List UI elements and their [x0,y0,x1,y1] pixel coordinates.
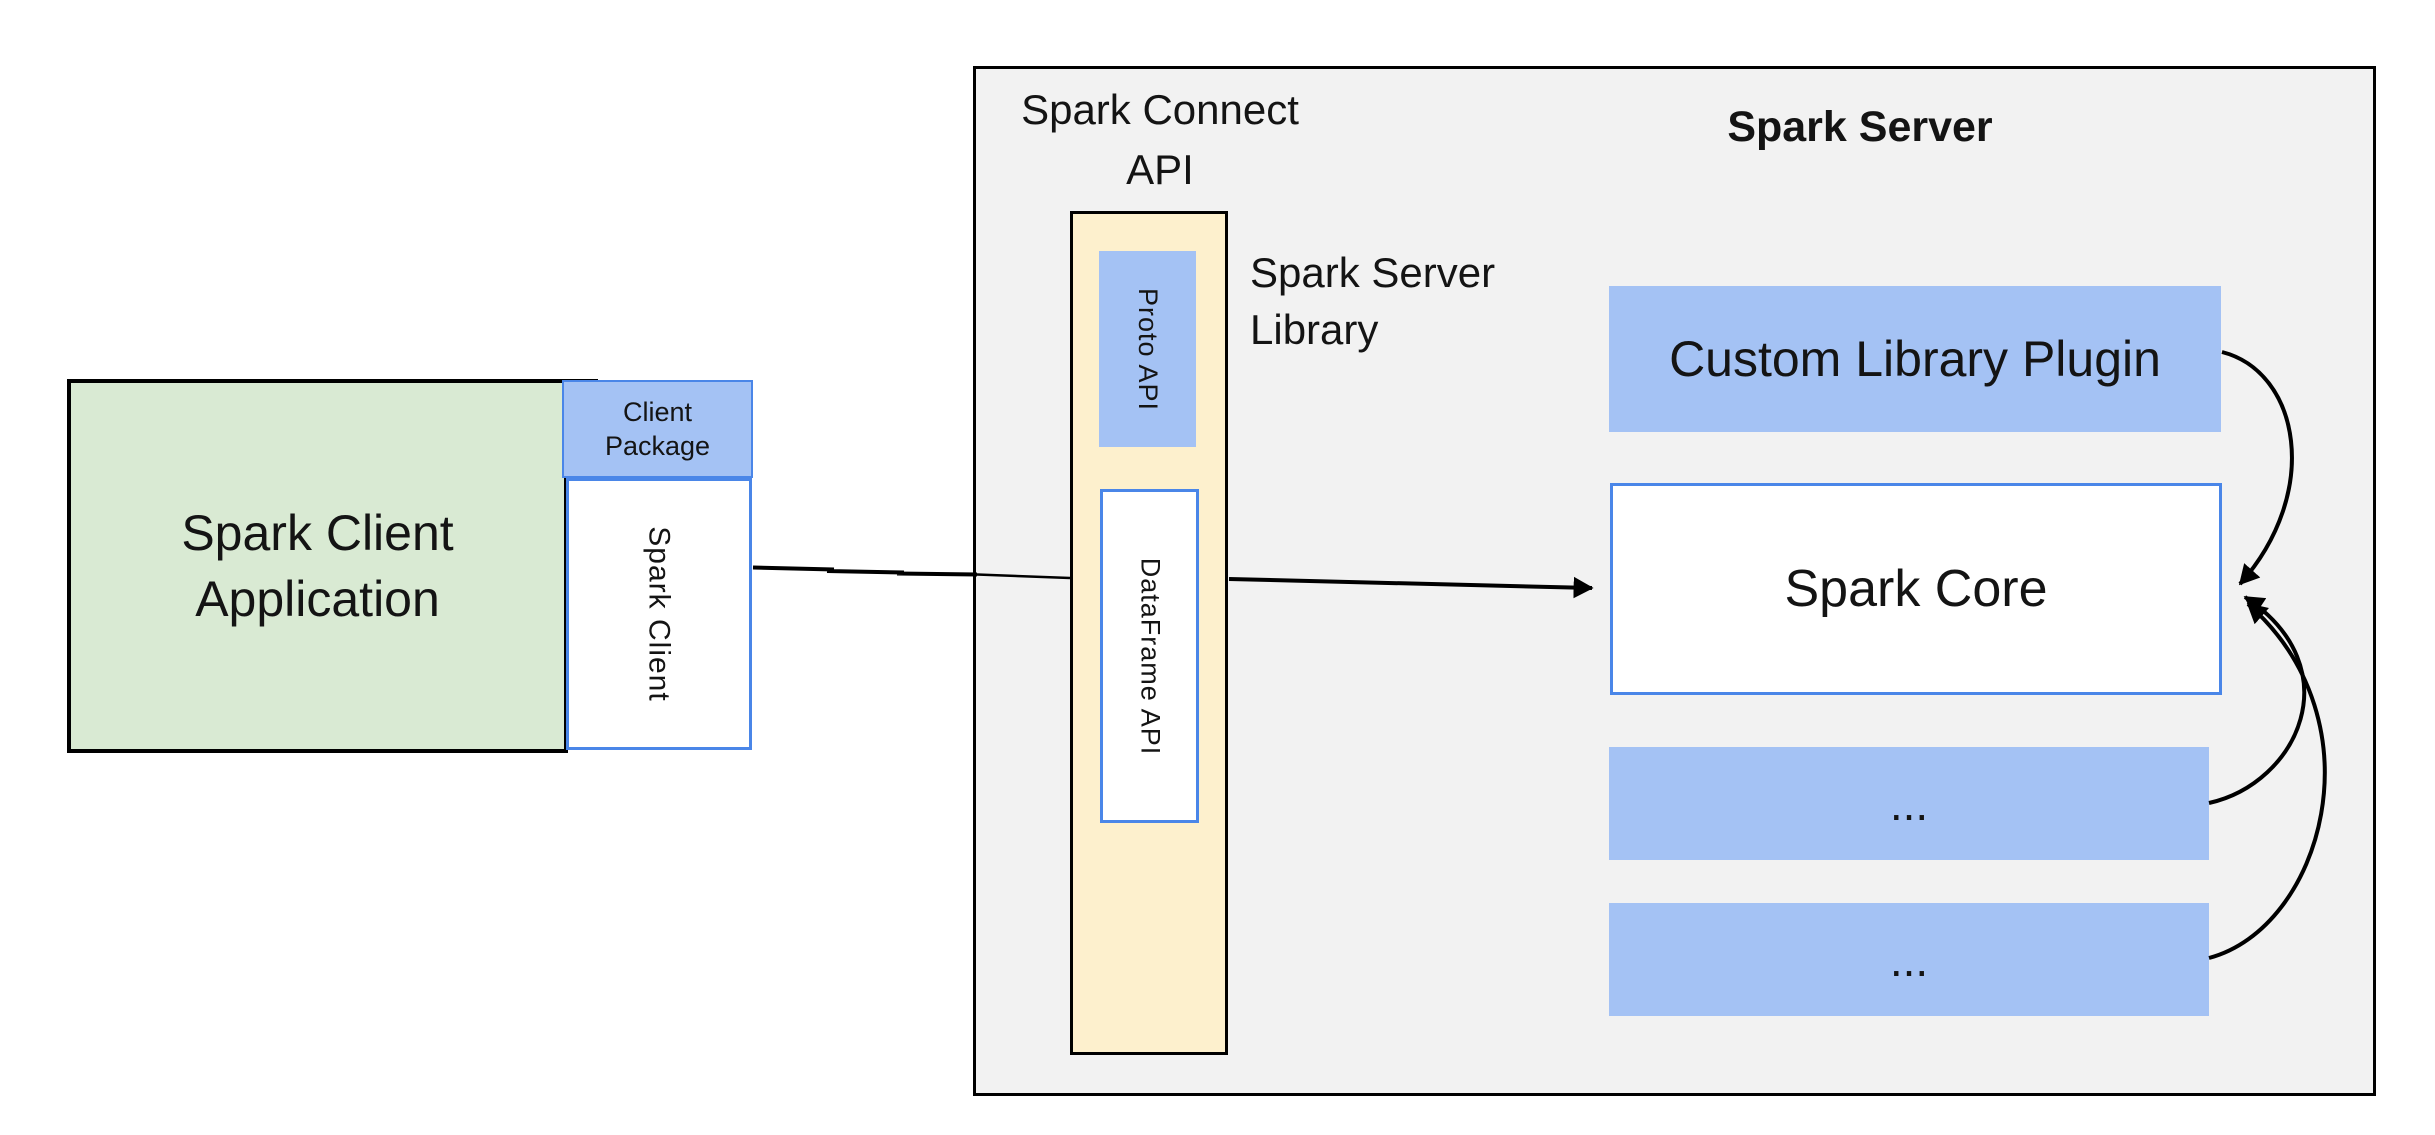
proto-api-box: Proto API [1099,251,1196,447]
spark-server-library-label: Spark Server Library [1250,244,1495,358]
spark-core-label: Spark Core [1784,560,2048,618]
more-plugins-box-1: ... [1609,747,2209,860]
more-plugins-box-2: ... [1609,903,2209,1016]
dataframe-api-label: DataFrame API [1135,557,1166,755]
more-plugins-label-1: ... [1889,777,1929,830]
spark-connect-api-title-line1: Spark Connect [1021,86,1299,133]
custom-library-plugin-label: Custom Library Plugin [1669,331,2161,387]
spark-client-application-line1: Spark Client [181,505,454,561]
spark-connect-api-title-line2: API [1126,146,1194,193]
spark-server-title: Spark Server [1727,103,1993,151]
spark-client-label: Spark Client [643,526,676,702]
custom-library-plugin-box: Custom Library Plugin [1609,286,2221,432]
spark-connect-api-title: Spark Connect API [960,80,1360,200]
more-plugins-label-2: ... [1889,933,1929,986]
spark-client-box: Spark Client [566,478,752,750]
dataframe-api-box: DataFrame API [1100,489,1199,823]
spark-core-box: Spark Core [1610,483,2222,695]
spark-server-library-line1: Spark Server [1250,249,1496,296]
proto-api-label: Proto API [1133,287,1164,411]
arrow-client-to-connect [752,565,978,577]
client-package-line2: Package [604,431,711,461]
spark-client-application-line2: Application [195,571,440,627]
spark-server-library-line2: Library [1250,306,1379,353]
client-package-box: Client Package [562,380,753,478]
client-package-line1: Client [622,397,693,427]
spark-client-application-box: Spark Client Application [67,379,568,753]
